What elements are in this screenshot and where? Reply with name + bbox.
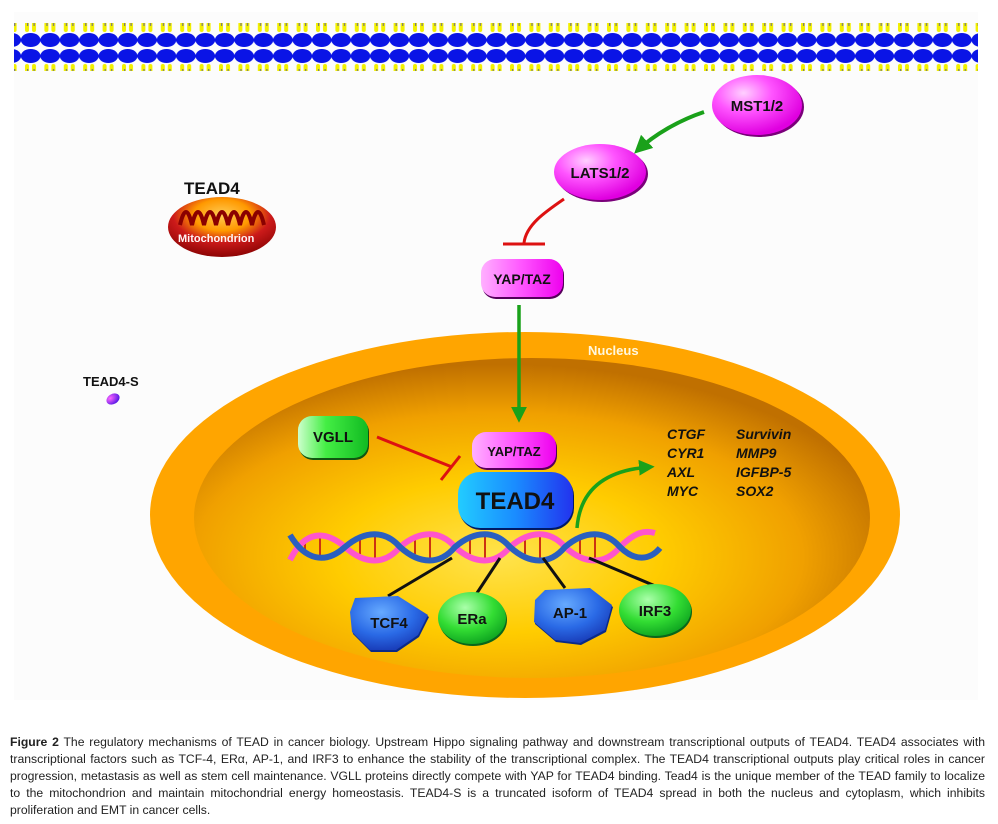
figure-label: Figure 2 (10, 735, 59, 749)
hippo-tead4-diagram: Nucleus TEAD4 Mitochondrion TEAD4-S MST1… (14, 23, 978, 698)
tead4-label: TEAD4 (476, 488, 555, 515)
tead4-s-label: TEAD4-S (83, 374, 139, 389)
yap-nucleus-label: YAP/TAZ (487, 444, 541, 459)
mitochondrion-label: Mitochondrion (178, 233, 255, 245)
edge-vgll-tead4 (376, 435, 453, 469)
node-irf3: IRF3 (619, 584, 692, 638)
target-genes: CTGF CYR1 AXL MYC Survivin MMP9 IGFBP-5 … (666, 426, 791, 499)
target-gene: MYC (667, 483, 699, 499)
dna-helix-icon (287, 528, 663, 564)
irf3-label: IRF3 (639, 603, 672, 620)
target-gene: CTGF (667, 426, 706, 442)
yap-cytoplasm-label: YAP/TAZ (493, 271, 551, 287)
target-gene: SOX2 (736, 483, 774, 499)
era-label: ERa (457, 611, 487, 628)
cofactor-connectors (387, 556, 661, 598)
edge-mst-lats (634, 110, 705, 154)
tead4-s: TEAD4-S (83, 374, 139, 405)
node-era: ERa (438, 592, 507, 646)
mitochondrion: TEAD4 Mitochondrion (168, 179, 276, 257)
nucleus-label: Nucleus (588, 343, 639, 358)
figure-caption: Figure 2 The regulatory mechanisms of TE… (10, 734, 985, 819)
ap1-label: AP-1 (553, 605, 587, 622)
node-vgll: VGLL (298, 416, 369, 460)
target-gene: IGFBP-5 (736, 464, 791, 480)
node-lats: LATS1/2 (554, 144, 648, 202)
inhibition-bar-vgll (439, 455, 462, 481)
caption-text: The regulatory mechanisms of TEAD in can… (10, 735, 985, 817)
node-tead4: TEAD4 (458, 472, 574, 530)
target-gene: Survivin (736, 426, 791, 442)
node-yap-nucleus: YAP/TAZ (472, 432, 557, 470)
mst-label: MST1/2 (731, 98, 784, 115)
cell-membrane (14, 23, 978, 71)
edge-lats-yap (522, 197, 565, 244)
target-genes-col1: CTGF CYR1 AXL MYC (666, 426, 706, 499)
mitochondrion-title: TEAD4 (184, 179, 240, 198)
tead4-s-icon (106, 393, 120, 405)
node-tcf4: TCF4 (350, 596, 429, 652)
edge-tead4-targets (575, 459, 655, 529)
node-yap-cytoplasm: YAP/TAZ (481, 259, 564, 299)
node-ap1: AP-1 (534, 588, 613, 645)
target-gene: AXL (666, 464, 695, 480)
target-genes-col2: Survivin MMP9 IGFBP-5 SOX2 (736, 426, 791, 499)
mitochondrion-icon (168, 197, 276, 257)
lats-label: LATS1/2 (571, 165, 630, 182)
vgll-label: VGLL (313, 429, 353, 446)
tcf4-label: TCF4 (370, 615, 408, 632)
target-gene: MMP9 (736, 445, 777, 461)
node-mst: MST1/2 (712, 75, 804, 137)
target-gene: CYR1 (667, 445, 705, 461)
